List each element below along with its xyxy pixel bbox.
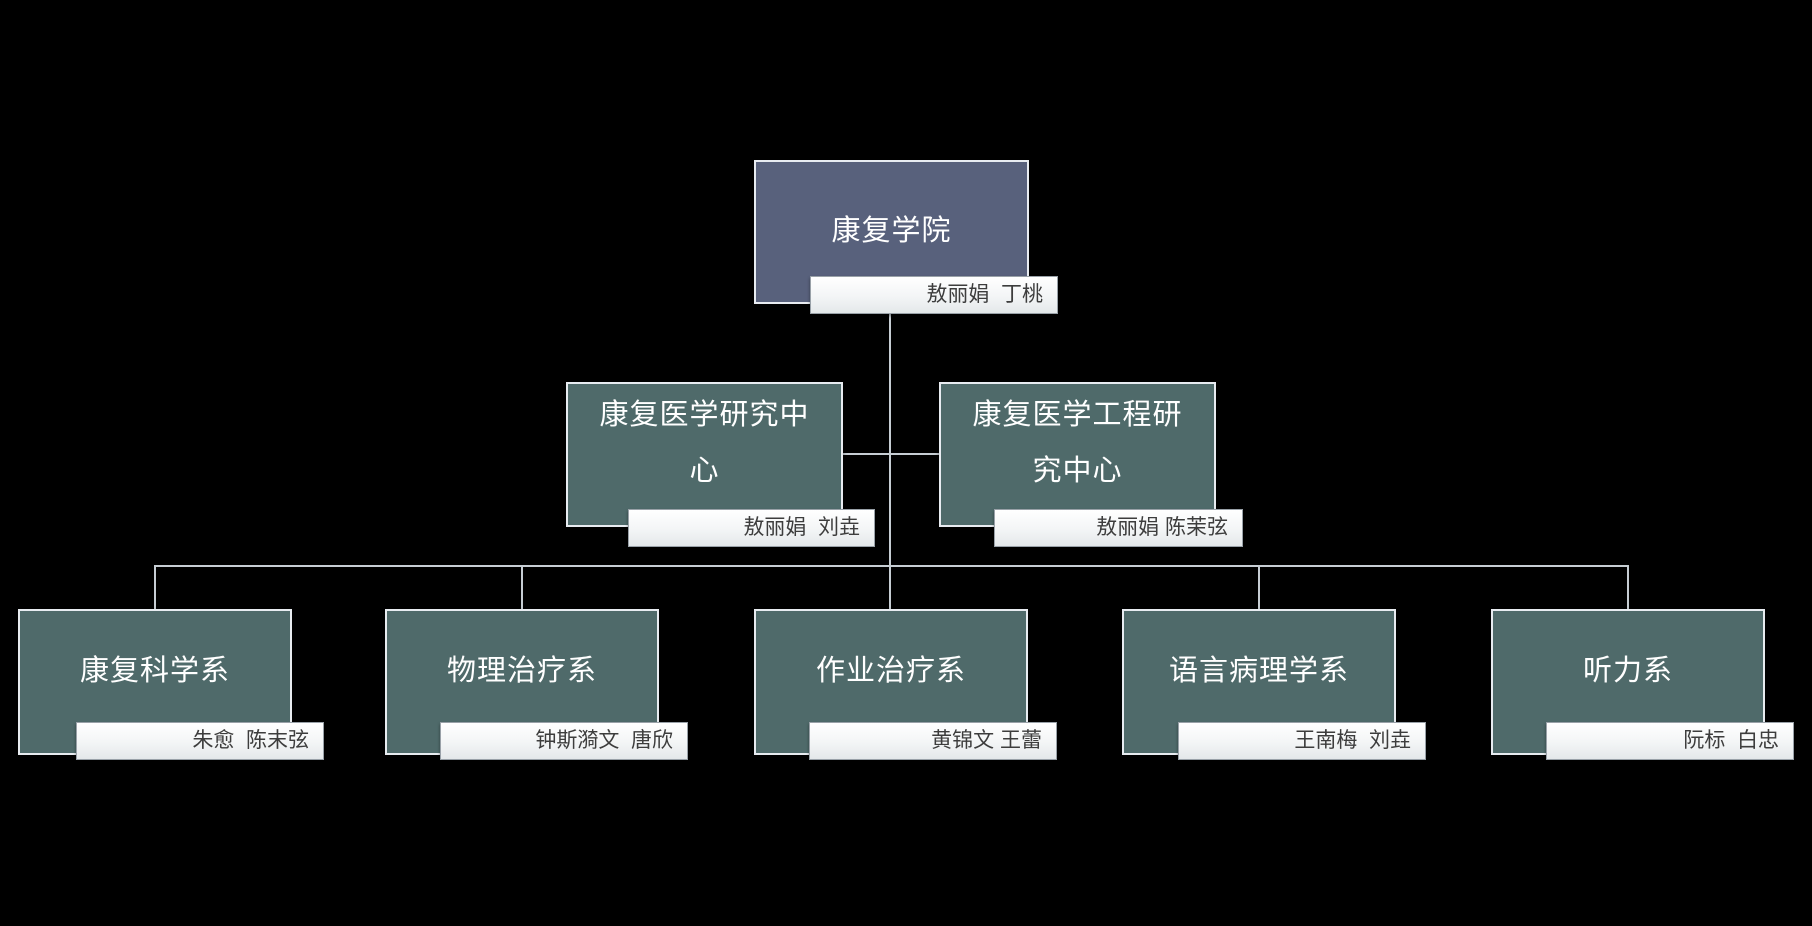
org-node-dept-rehab-science-title: 康复科学系 [79, 655, 230, 687]
org-node-dept-speech-pathology-names: 王南梅 刘垚 [1178, 722, 1426, 760]
org-node-engineering-center: 康复医学工程研究中心 [939, 382, 1216, 527]
org-node-dept-audiology-names: 阮标 白忠 [1546, 722, 1794, 760]
connector-stub-dept4 [1258, 565, 1260, 609]
connector-stub-dept1 [154, 565, 156, 609]
org-node-engineering-center-title: 康复医学工程研究中心 [972, 399, 1183, 487]
org-node-dept-audiology-title: 听力系 [1582, 655, 1673, 687]
connector-level2-horizontal [843, 453, 939, 455]
org-node-research-center-title: 康复医学研究中心 [599, 399, 810, 487]
org-node-research-center-names: 敖丽娟 刘垚 [628, 509, 875, 547]
org-node-dept-speech-pathology-title: 语言病理学系 [1168, 655, 1349, 687]
org-node-research-center: 康复医学研究中心 [566, 382, 843, 527]
org-node-root-names: 敖丽娟 丁桃 [810, 276, 1058, 314]
connector-stub-dept5 [1627, 565, 1629, 609]
org-node-dept-physical-therapy-names: 钟斯漪文 唐欣 [440, 722, 688, 760]
connector-level3-horizontal [154, 565, 1629, 567]
org-node-engineering-center-names: 敖丽娟 陈茉弦 [994, 509, 1243, 547]
org-node-dept-physical-therapy-title: 物理治疗系 [446, 655, 597, 687]
connector-stub-dept2 [521, 565, 523, 609]
org-node-dept-rehab-science-names: 朱愈 陈末弦 [76, 722, 324, 760]
org-node-dept-occupational-therapy-title: 作业治疗系 [815, 655, 966, 687]
org-node-root-title: 康复学院 [831, 215, 952, 247]
connector-root-vertical [889, 304, 891, 609]
org-node-dept-occupational-therapy-names: 黄锦文 王蕾 [809, 722, 1057, 760]
